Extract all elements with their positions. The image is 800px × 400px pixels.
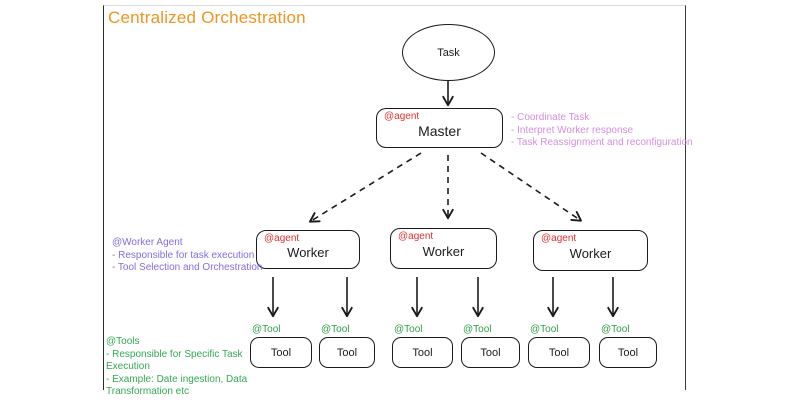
worker1-agent-tag: @agent [264, 233, 300, 244]
worker3-agent-tag: @agent [541, 233, 577, 244]
tools-annotation-line: Transformation etc [106, 386, 189, 397]
worker-annotation: @Worker Agent - Responsible for task exe… [112, 237, 262, 275]
tools-annotation-line: - Example: Date ingestion, Data [106, 373, 248, 385]
worker1-label: Worker [287, 245, 329, 260]
worker-node-2: @agent Worker [390, 228, 497, 269]
master-agent-tag: @agent [384, 111, 420, 122]
tool1-tag: @Tool [252, 324, 281, 335]
worker-node-3: @agent Worker [533, 230, 648, 271]
tool-node-5: Tool [528, 337, 590, 368]
task-label: Task [437, 46, 460, 59]
worker-annotation-line: - Responsible for task execution [112, 249, 255, 261]
worker-annotation-line: @Worker Agent [112, 237, 183, 248]
tool4-tag: @Tool [463, 324, 492, 335]
tool5-tag: @Tool [530, 324, 559, 335]
tool6-tag: @Tool [601, 324, 630, 335]
master-annotation-line: - Coordinate Task [511, 112, 590, 123]
tool-node-1: Tool [250, 337, 312, 368]
tools-annotation-line: @Tools [106, 336, 140, 347]
worker-annotation-line: - Tool Selection and Orchestration [112, 262, 263, 273]
master-label: Master [418, 123, 461, 139]
tool3-tag: @Tool [394, 324, 423, 335]
tool2-tag: @Tool [321, 324, 350, 335]
tool-node-3: Tool [392, 337, 453, 368]
worker2-label: Worker [422, 244, 465, 259]
tool-group-5: @Tool Tool [528, 324, 590, 368]
tool-node-6: Tool [599, 337, 657, 368]
tool-group-6: @Tool Tool [599, 324, 657, 368]
tool-group-2: @Tool Tool [319, 324, 375, 368]
tools-annotation-line: - Responsible for Specific Task [106, 348, 243, 360]
canvas-frame-border [103, 5, 686, 390]
tools-annotation-line: Execution [106, 361, 150, 372]
tools-annotation: @Tools - Responsible for Specific Task E… [106, 336, 247, 399]
tool-node-4: Tool [461, 337, 520, 368]
master-annotation-line: - Interpret Worker response [511, 124, 634, 136]
tool-group-4: @Tool Tool [461, 324, 520, 368]
master-node: @agent Master [376, 108, 503, 148]
tool-group-1: @Tool Tool [250, 324, 312, 368]
diagram-title: Centralized Orchestration [108, 8, 306, 27]
task-node: Task [402, 24, 495, 81]
tool-node-2: Tool [319, 337, 375, 368]
tool-group-3: @Tool Tool [392, 324, 453, 368]
master-annotation-line: - Task Reassignment and reconfiguration [511, 137, 693, 148]
master-annotation: - Coordinate Task - Interpret Worker res… [511, 112, 693, 150]
worker-node-1: @agent Worker [256, 230, 360, 269]
worker3-label: Worker [569, 246, 612, 261]
worker2-agent-tag: @agent [398, 231, 434, 242]
